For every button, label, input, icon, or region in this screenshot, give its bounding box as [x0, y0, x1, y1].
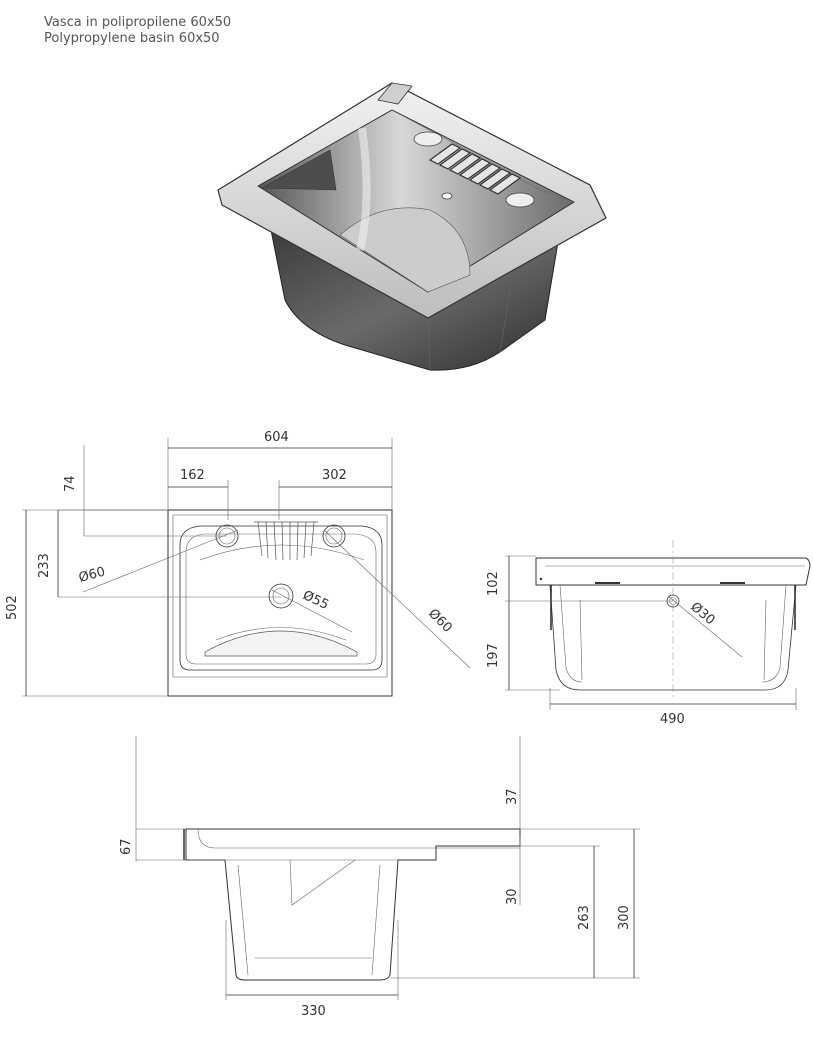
dim-top-offset-74: 74 — [63, 475, 78, 492]
section-view: 67 37 30 263 300 330 — [119, 736, 640, 1019]
diameter-drain: Ø55 — [300, 588, 331, 613]
diameter-left-hole: Ø60 — [77, 564, 107, 585]
dim-right-offset-302: 302 — [322, 468, 347, 483]
dim-basin-depth-263: 263 — [577, 905, 592, 930]
dim-bottom-width-330: 330 — [301, 1004, 326, 1019]
dim-lower-height-197: 197 — [486, 643, 501, 668]
title-english: Polypropylene basin 60x50 — [44, 31, 220, 46]
dim-inner-30: 30 — [505, 888, 520, 905]
dim-depth-502: 502 — [5, 595, 20, 620]
diameter-overflow: Ø30 — [687, 600, 717, 629]
dim-total-height-300: 300 — [617, 905, 632, 930]
dim-side-width-490: 490 — [660, 712, 685, 727]
basin-3d-render — [217, 82, 607, 371]
dim-top-37: 37 — [505, 788, 520, 805]
dim-rim-67: 67 — [119, 838, 134, 855]
dim-width-604: 604 — [264, 430, 289, 445]
diameter-right-hole: Ø60 — [425, 606, 455, 636]
dim-left-offset-162: 162 — [180, 468, 205, 483]
title-italian: Vasca in polipropilene 60x50 — [44, 15, 232, 30]
top-view: 604 162 302 74 233 502 Ø60 Ø55 Ø60 — [5, 430, 471, 697]
side-view: Ø30 102 197 490 — [486, 540, 811, 727]
dim-hole-offset-233: 233 — [37, 553, 52, 578]
dim-top-height-102: 102 — [486, 571, 501, 596]
